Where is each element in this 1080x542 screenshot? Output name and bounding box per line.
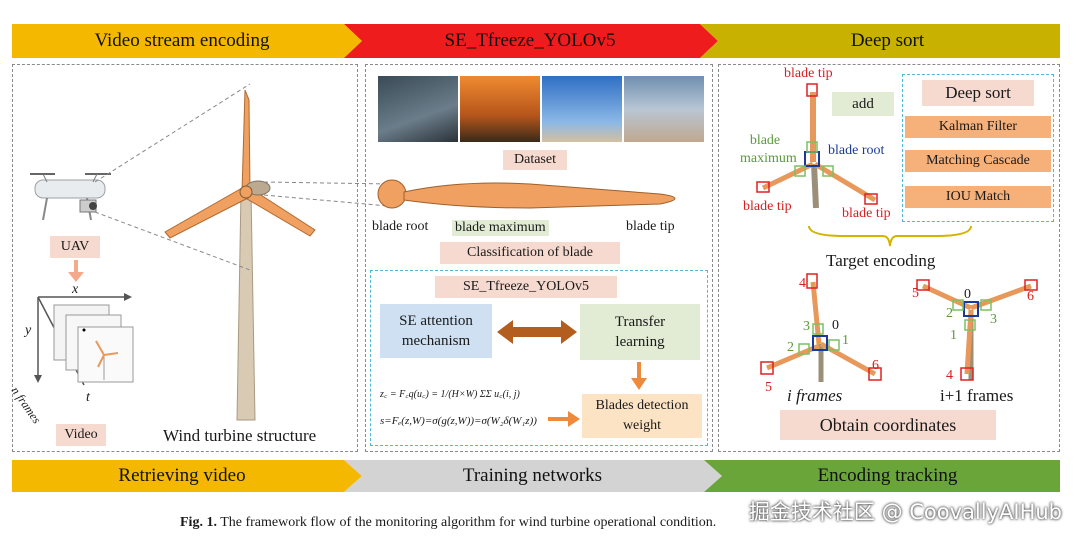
blades-detection-weight-box: Blades detection weight	[582, 394, 702, 438]
se-attention-box: SE attention mechanism	[380, 304, 492, 358]
i1-num-5: 5	[912, 286, 919, 301]
rp-blade-maximum-text: blade maximum	[740, 133, 797, 166]
target-encoding-brace	[808, 225, 972, 247]
i1-frames-label: i+1 frames	[940, 386, 1014, 405]
classification-of-blade-label: Classification of blade	[440, 242, 620, 264]
formula-2: s=Fₑ(z,W)=σ(g(z,W))=σ(W₂δ(W₁z))	[380, 415, 537, 427]
blade-maximum-label: blade maximum	[452, 220, 549, 236]
dataset-label: Dataset	[503, 150, 567, 170]
i-frames-label: i frames	[787, 386, 843, 405]
uav-down-arrow	[68, 260, 84, 282]
formula-1: z꜀ = F꜀q(u꜀) = 1/(H×W) ΣΣ u꜀(i, j)	[380, 389, 520, 400]
rp-blade-tip-right: blade tip	[842, 206, 891, 221]
banner-retrieving-video: Retrieving video	[118, 465, 246, 486]
rp-blade-root: blade root	[828, 143, 885, 158]
i-num-1: 1	[842, 333, 849, 348]
top-banner-yellow	[12, 24, 362, 58]
rp-blade-maximum-line1: blade maximum	[740, 132, 797, 168]
axis-y-label: y	[25, 323, 32, 338]
wind-turbine-illustration	[164, 89, 316, 421]
right-arrow-formula	[548, 411, 580, 427]
banner-encoding-tracking: Encoding tracking	[817, 465, 958, 486]
banner-video-stream-encoding: Video stream encoding	[94, 30, 270, 51]
video-label: Video	[56, 424, 106, 446]
figure-caption-text: The framework flow of the monitoring alg…	[220, 515, 717, 530]
bottom-banner-yellow	[12, 460, 362, 492]
middle-panel	[365, 64, 713, 452]
figure-caption: Fig. 1. The framework flow of the monito…	[180, 515, 716, 531]
dataset-photo-3	[542, 76, 622, 142]
deep-sort-title: Deep sort	[922, 80, 1034, 106]
down-arrow-weight	[631, 362, 647, 390]
banner-training-networks: Training networks	[462, 465, 603, 486]
i1-num-3: 3	[990, 312, 997, 327]
i-num-0: 0	[832, 318, 839, 333]
bottom-banner-arrows	[12, 460, 1060, 492]
i1-num-0: 0	[964, 287, 971, 302]
i1-num-4: 4	[946, 368, 953, 383]
dataset-photo-2	[460, 76, 540, 142]
dataset-photo-1	[378, 76, 458, 142]
i1-num-1: 1	[950, 328, 957, 343]
rp-blade-tip-left: blade tip	[743, 199, 792, 214]
i1-frames-turbine	[916, 279, 1038, 381]
i1-num-6: 6	[1027, 289, 1034, 304]
bottom-banner-gray	[344, 460, 722, 492]
drone-icon	[30, 173, 111, 221]
uav-label: UAV	[50, 236, 100, 258]
top-banner-arrows	[12, 24, 1060, 58]
kalman-filter-box: Kalman Filter	[905, 116, 1051, 138]
dataset-photo-4	[624, 76, 704, 142]
top-banner-olive	[700, 24, 1060, 58]
banner-deep-sort: Deep sort	[850, 30, 925, 51]
axis-t-label: t	[86, 390, 90, 405]
i-frames-turbine	[760, 273, 882, 382]
iou-match-box: IOU Match	[905, 186, 1051, 208]
top-banner-red	[344, 24, 718, 58]
banner-se-tfreeze-yolov5: SE_Tfreeze_YOLOv5	[444, 30, 616, 51]
deep-sort-box	[902, 74, 1054, 222]
video-frames-stack	[34, 293, 134, 386]
target-encoding-label: Target encoding	[826, 251, 936, 270]
watermark: 掘金技术社区 @ CoovallyAIHub	[748, 500, 1062, 524]
figure-number: Fig. 1.	[180, 515, 217, 530]
obtain-coordinates-label: Obtain coordinates	[780, 410, 996, 440]
axis-x-label: x	[72, 282, 79, 297]
bidirectional-arrow	[497, 320, 577, 344]
rp-blade-tip-top: blade tip	[784, 66, 833, 81]
i-num-5: 5	[765, 380, 772, 395]
i-num-4: 4	[799, 276, 806, 291]
left-panel	[12, 64, 358, 452]
bottom-banner-green	[704, 460, 1060, 492]
add-label: add	[832, 92, 894, 116]
matching-cascade-box: Matching Cascade	[905, 150, 1051, 172]
wind-turbine-structure-label: Wind turbine structure	[163, 426, 317, 445]
i-num-6: 6	[872, 358, 879, 373]
blade-root-label: blade root	[372, 219, 429, 234]
detected-turbine-top	[756, 83, 878, 209]
blade-shape	[377, 179, 676, 209]
model-title: SE_Tfreeze_YOLOv5	[435, 276, 617, 298]
i1-num-2: 2	[946, 306, 953, 321]
blade-tip-label: blade tip	[626, 219, 675, 234]
i-num-2: 2	[787, 340, 794, 355]
model-box	[370, 270, 708, 446]
right-panel	[718, 64, 1060, 452]
transfer-learning-box: Transfer learning	[580, 304, 700, 360]
i-num-3: 3	[803, 319, 810, 334]
